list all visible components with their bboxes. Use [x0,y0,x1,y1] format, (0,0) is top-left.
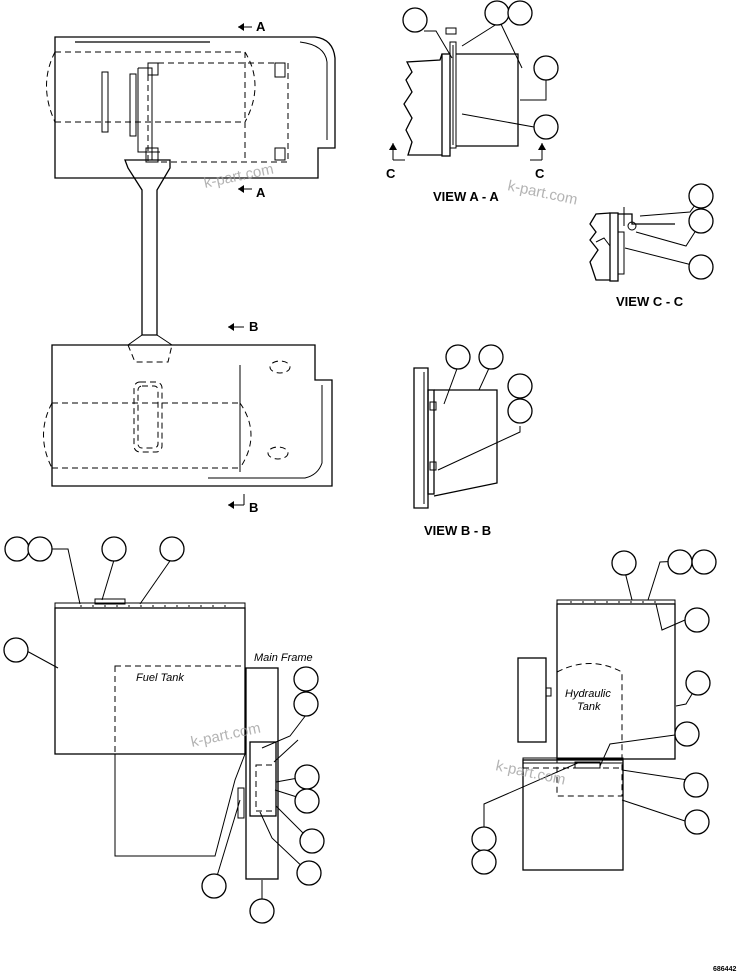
fuel-tank-label: Fuel Tank [136,672,184,684]
hydraulic-tank-label-line1: Hydraulic [565,688,611,700]
callout-bubble [533,114,559,140]
watermark: k-part.com [506,177,579,208]
main-frame-label: Main Frame [254,652,313,664]
section-a-bottom-label: A [256,185,266,200]
section-b-bottom-label: B [249,500,258,515]
callout-bubble [684,809,710,835]
view-a-a: C C VIEW A - A [386,0,559,204]
hydraulic-tank-label-line2: Tank [577,701,601,713]
callout-bubble [294,764,320,790]
section-a-top-label: A [256,19,266,34]
callout-bubble [507,398,533,424]
section-c-left-label: C [386,166,396,181]
callout-bubble [507,373,533,399]
callout-bubble [293,666,319,692]
view-c-title: VIEW C - C [616,294,684,309]
callout-bubble [691,549,717,575]
watermark: k-part.com [189,720,262,751]
callout-bubble [688,183,714,209]
section-b-top-label: B [249,319,258,334]
callout-bubble [101,536,127,562]
fuel-tank-side-view: Fuel Tank Main Frame [3,536,325,924]
hydraulic-tank-side-view: Hydraulic Tank [471,549,717,875]
callout-bubble [249,898,275,924]
callout-bubble [471,849,497,875]
section-c-right-label: C [535,166,545,181]
callout-bubble [402,7,428,33]
callout-bubble [27,536,53,562]
callout-bubble [471,826,497,852]
callout-bubble [445,344,471,370]
callout-bubble [533,55,559,81]
callout-bubble [507,0,533,26]
callout-bubble [201,873,227,899]
callout-bubble [296,860,322,886]
callout-bubble [299,828,325,854]
callout-bubble [3,637,29,663]
callout-bubble [667,549,693,575]
callout-bubble [674,721,700,747]
callout-bubble [293,691,319,717]
figure-code: 686442 [713,966,736,973]
lower-tank-plan-view: B B [43,319,333,515]
view-b-b: VIEW B - B [413,344,533,538]
view-c-c: VIEW C - C [589,183,714,309]
callout-bubble [4,536,30,562]
callout-bubble [688,254,714,280]
callout-bubble [611,550,637,576]
view-a-title: VIEW A - A [433,189,499,204]
callout-bubble [688,208,714,234]
fuel-tank-plan-view: A A [46,19,336,336]
callout-bubble [683,772,709,798]
callout-bubble [684,607,710,633]
callout-bubble [159,536,185,562]
view-b-title: VIEW B - B [424,523,491,538]
callout-bubble [294,788,320,814]
callout-bubble [685,670,711,696]
callout-bubble [478,344,504,370]
callout-bubble [484,0,510,26]
